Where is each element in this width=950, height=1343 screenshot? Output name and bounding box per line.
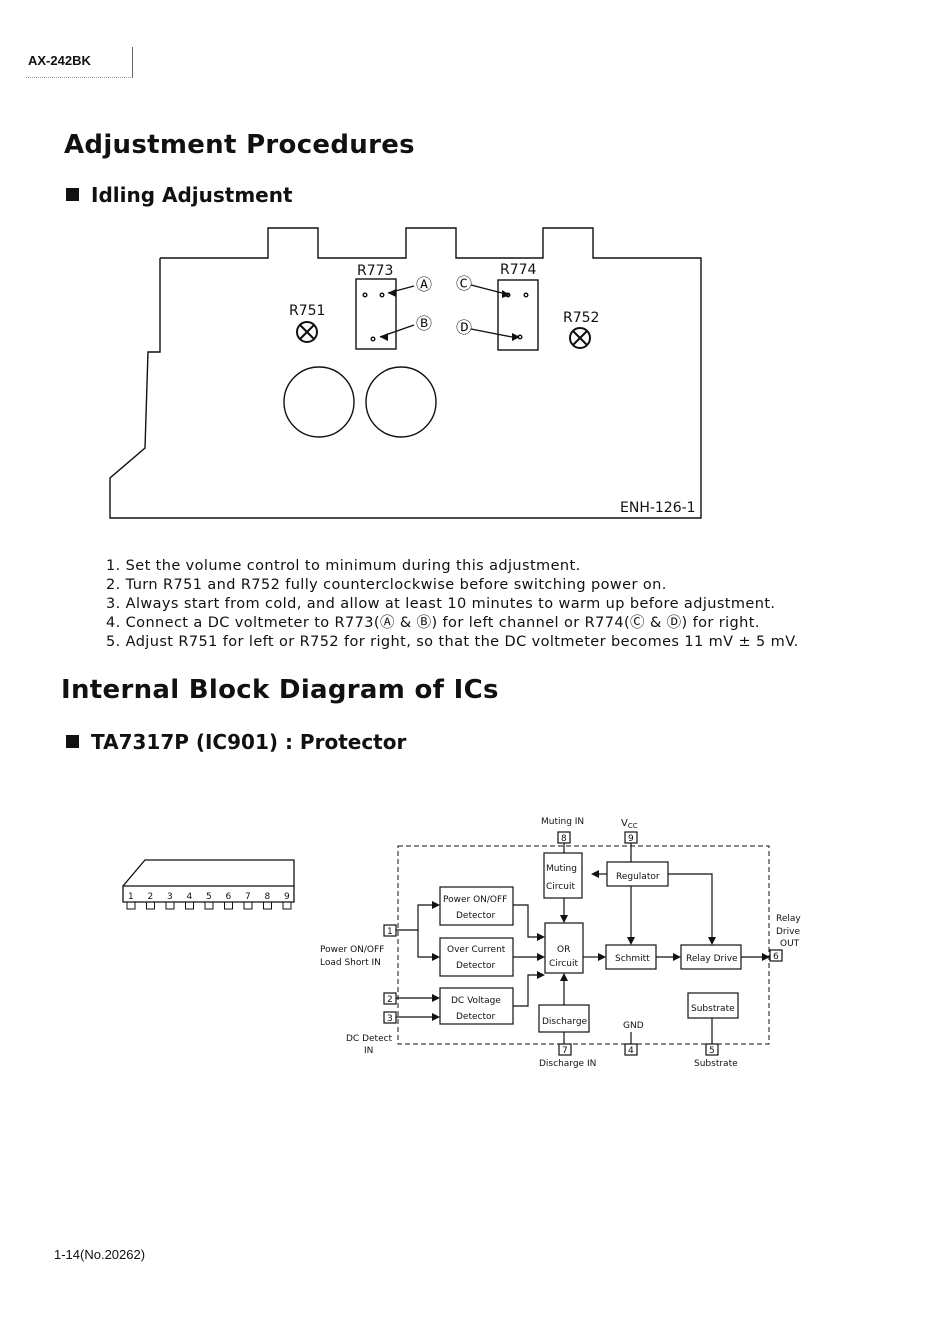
dc-voltage-label-2: Detector — [456, 1012, 496, 1022]
square-bullet-icon — [66, 735, 79, 748]
r752-trimmer-icon — [569, 327, 591, 349]
relay-drive-label: Relay Drive — [686, 954, 738, 964]
r774-label: R774 — [500, 262, 537, 278]
subsection-ta7317p: TA7317P (IC901) : Protector — [66, 730, 406, 754]
point-b-label: Ⓑ — [416, 314, 432, 333]
list-item: 1. Set the volume control to minimum dur… — [106, 558, 581, 574]
pcb-outline — [109, 227, 702, 519]
pin-4-label: 4 — [628, 1046, 634, 1056]
r752-label: R752 — [563, 310, 599, 326]
ic-pin-number: 6 — [226, 892, 232, 902]
pin-8-label: 8 — [561, 834, 567, 844]
page-number: 1-14(No.20262) — [54, 1247, 146, 1262]
over-current-label-1: Over Current — [447, 945, 506, 955]
ic-pin-number: 1 — [128, 892, 134, 902]
ic-pin-number: 7 — [245, 892, 251, 902]
dc-detect-label-2: IN — [364, 1046, 373, 1056]
square-bullet-icon — [66, 188, 79, 201]
r751-label: R751 — [289, 303, 325, 319]
muting-circuit-label-1: Muting — [546, 864, 577, 874]
probe-d-line — [470, 328, 513, 338]
capacitor-left-icon — [283, 366, 355, 438]
power-onoff-in-label-2: Load Short IN — [320, 958, 381, 968]
substrate-block — [687, 992, 739, 1019]
relay-out-label-3: OUT — [780, 939, 800, 949]
or-circuit-label-1: OR — [557, 945, 570, 955]
capacitor-right-icon — [365, 366, 437, 438]
schmitt-label: Schmitt — [615, 954, 650, 964]
list-item: 5. Adjust R751 for left or R752 for righ… — [106, 634, 799, 650]
ic-pin-lead — [243, 901, 253, 910]
relay-out-label-2: Drive — [776, 927, 800, 937]
ic-pin-number: 5 — [206, 892, 212, 902]
regulator-label: Regulator — [616, 872, 660, 882]
substrate-block-label: Substrate — [691, 1004, 735, 1014]
ic-pin-number: 8 — [265, 892, 271, 902]
pin-6-label: 6 — [773, 952, 779, 962]
dc-detect-label-1: DC Detect — [346, 1034, 393, 1044]
power-onoff-in-label-1: Power ON/OFF — [320, 945, 384, 955]
muting-circuit-block — [543, 852, 583, 899]
adjustment-steps-list: 1. Set the volume control to minimum dur… — [106, 557, 799, 652]
ic-pin-lead — [282, 901, 292, 910]
ic-pin-lead — [126, 901, 136, 910]
dc-voltage-label-1: DC Voltage — [451, 996, 501, 1006]
muting-in-label: Muting IN — [541, 817, 584, 827]
board-id-label: ENH-126-1 — [620, 500, 696, 516]
over-current-label-2: Detector — [456, 961, 496, 971]
gnd-label: GND — [623, 1021, 644, 1031]
ic-pin-number: 9 — [284, 892, 290, 902]
section-title-block-diagram: Internal Block Diagram of ICs — [61, 675, 499, 705]
pin-3-label: 3 — [387, 1014, 393, 1024]
pin-7-label: 7 — [562, 1046, 568, 1056]
model-number: AX-242BK — [28, 53, 91, 68]
pin-2-label: 2 — [387, 995, 393, 1005]
power-onoff-detector-label-2: Detector — [456, 911, 496, 921]
point-a-label: Ⓐ — [416, 275, 432, 294]
power-onoff-detector-block — [439, 886, 514, 926]
ic-pin-lead — [165, 901, 175, 910]
probe-c-line — [470, 284, 503, 294]
list-item: 4. Connect a DC voltmeter to R773(Ⓐ & Ⓑ)… — [106, 615, 760, 631]
ic-block-diagram: 1 2 3 4 5 6 7 8 9 — [122, 817, 801, 1069]
pin-1-label: 1 — [387, 927, 393, 937]
model-box — [26, 47, 133, 78]
point-c-label: Ⓒ — [456, 274, 472, 293]
relay-out-label-1: Relay — [776, 914, 801, 924]
pin-5-label: 5 — [709, 1046, 715, 1056]
ic-pin-lead — [224, 901, 233, 910]
discharge-label: Discharge — [542, 1017, 588, 1027]
ic-pin-lead — [204, 901, 214, 910]
list-item: 2. Turn R751 and R752 fully counterclock… — [106, 577, 667, 593]
chip-boundary — [397, 845, 770, 1045]
muting-circuit-label-2: Circuit — [546, 882, 575, 892]
ic-pin-lead — [263, 901, 272, 910]
r751-trimmer-icon — [296, 321, 318, 343]
pin-9-label: 9 — [628, 834, 634, 844]
r774-body — [497, 279, 539, 351]
or-circuit-label-2: Circuit — [549, 959, 578, 969]
subsection-idling: Idling Adjustment — [66, 183, 293, 207]
section-title-adjustment: Adjustment Procedures — [64, 130, 415, 160]
ic-pin-number: 3 — [167, 892, 173, 902]
list-item: 3. Always start from cold, and allow at … — [106, 596, 776, 612]
r773-body — [355, 278, 397, 350]
ic-pin-lead — [146, 901, 155, 910]
subsection-idling-label: Idling Adjustment — [91, 183, 293, 207]
ic-pin-number: 2 — [148, 892, 154, 902]
r773-label: R773 — [357, 263, 393, 279]
vcc-label: VCC — [621, 818, 638, 830]
power-onoff-detector-label-1: Power ON/OFF — [443, 895, 507, 905]
point-d-label: Ⓓ — [456, 318, 472, 337]
ic-pin-number: 4 — [187, 892, 193, 902]
subsection-ta7317p-label: TA7317P (IC901) : Protector — [91, 730, 407, 754]
ic-pin-lead — [185, 901, 194, 910]
substrate-pin-label: Substrate — [694, 1059, 738, 1069]
discharge-in-label: Discharge IN — [539, 1059, 596, 1069]
pcb-layout-diagram: R773 R774 R751 R752 Ⓐ Ⓑ Ⓒ Ⓓ ENH-126-1 — [109, 227, 702, 519]
